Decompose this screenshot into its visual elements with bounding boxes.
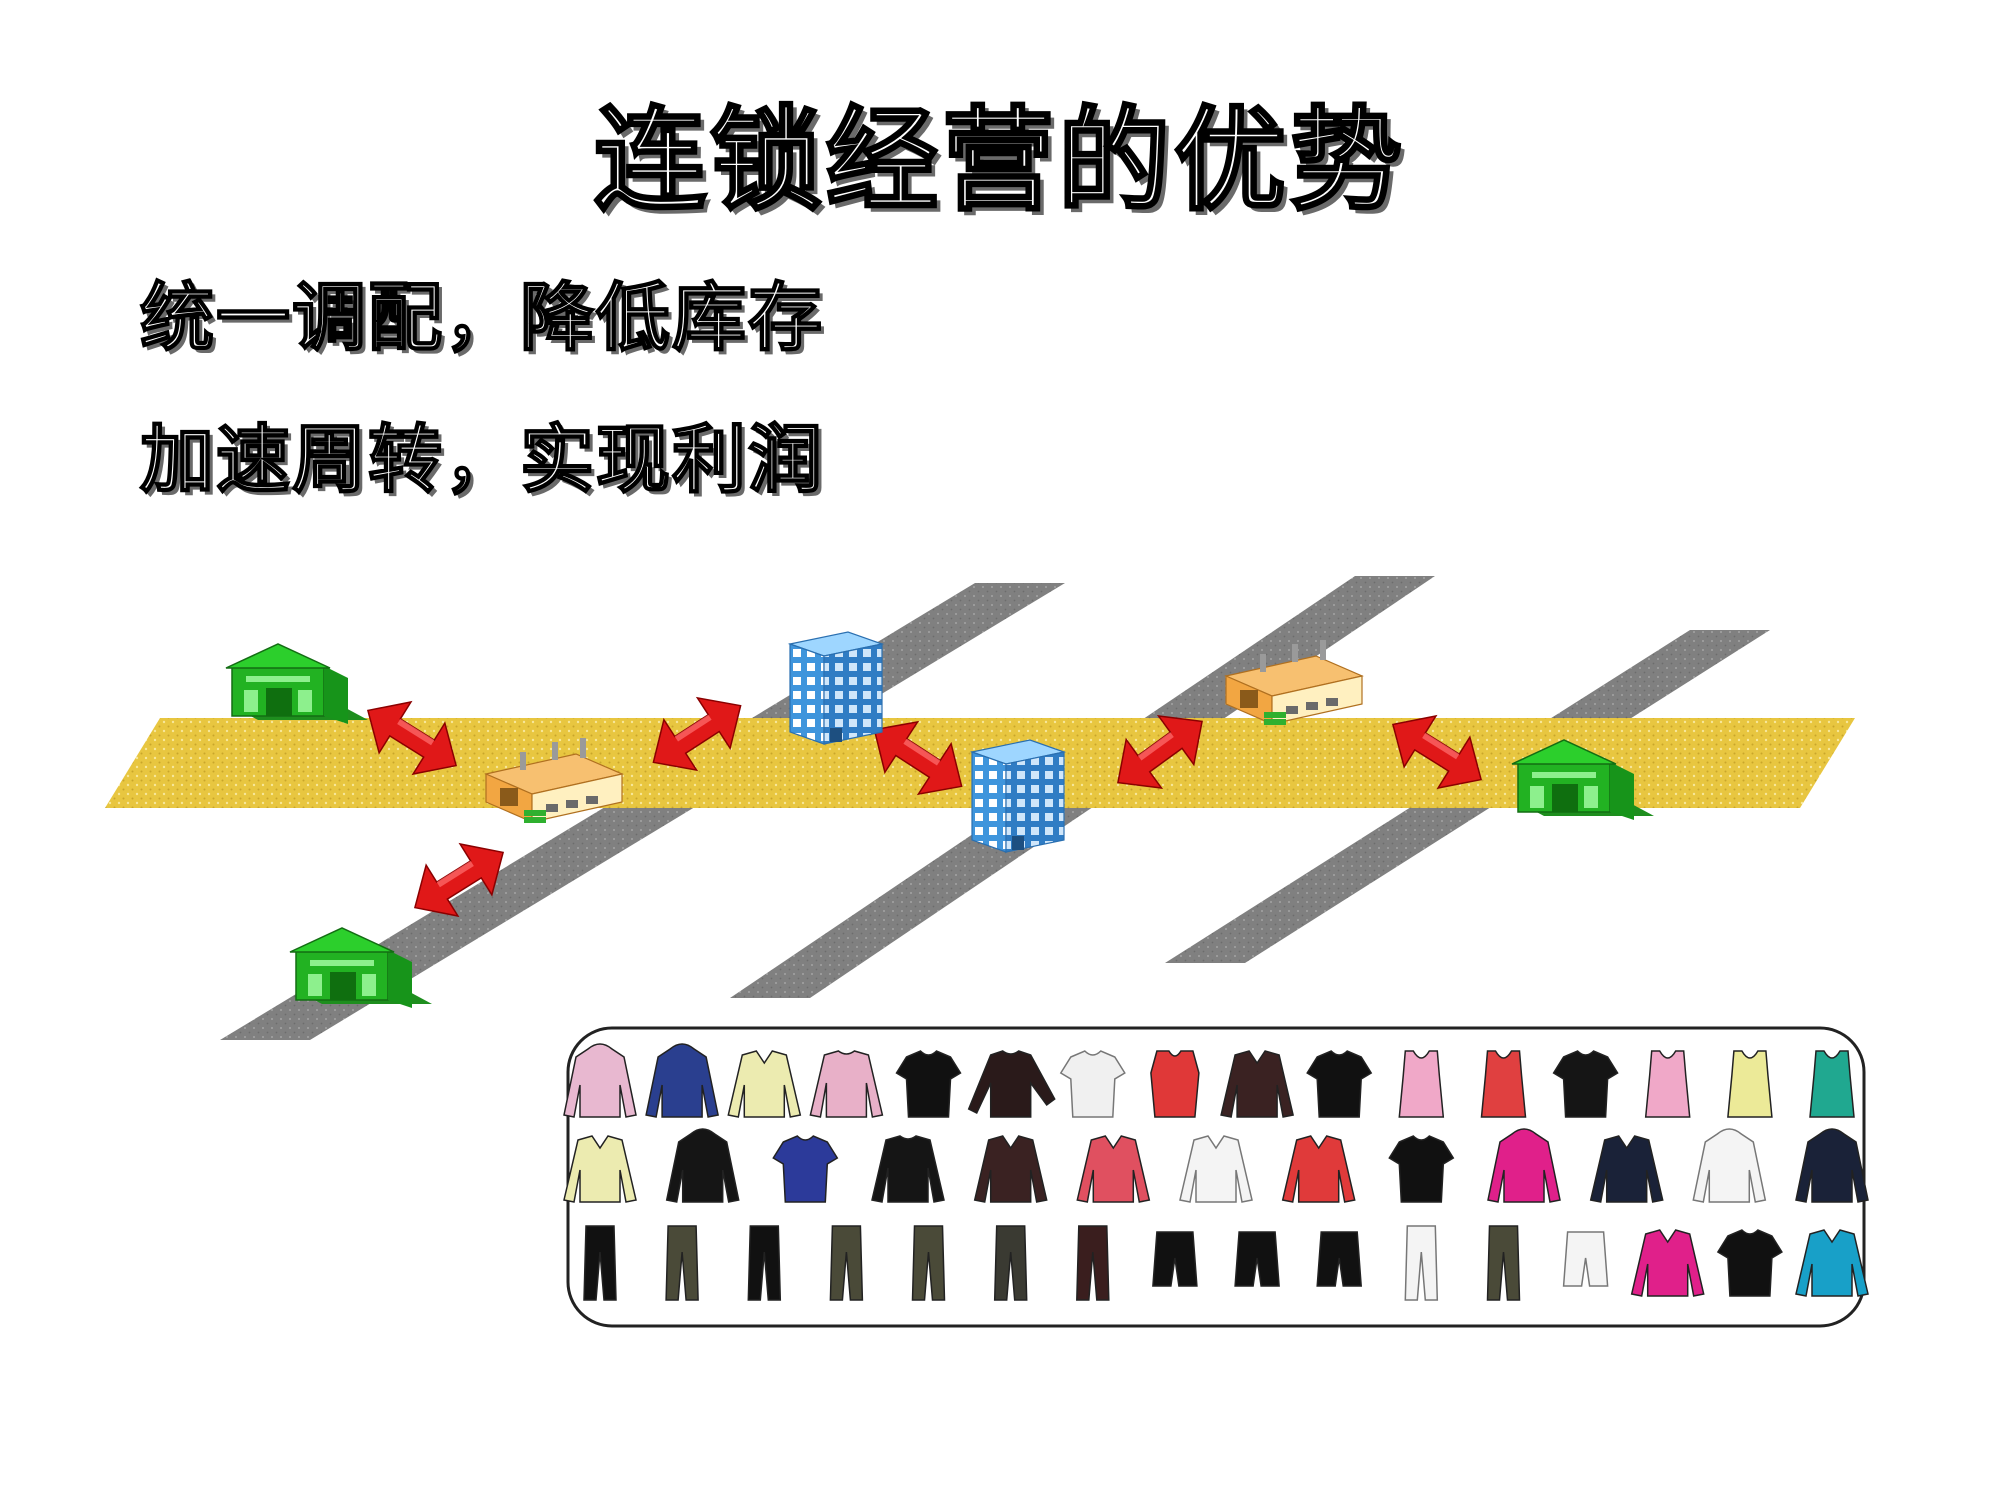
garment-icon	[1234, 1231, 1280, 1287]
office-building-icon	[789, 631, 883, 745]
bullet-unified-allocation: 统一调配，降低库存	[139, 274, 824, 362]
garment-icon	[645, 1043, 719, 1118]
garment-icon	[1644, 1050, 1691, 1118]
garment-icon	[1076, 1135, 1151, 1203]
page-title: 连锁经营的优势	[593, 95, 1406, 228]
garment-icon	[1589, 1135, 1664, 1203]
clothing-items	[563, 1043, 1869, 1301]
garment-icon	[1795, 1128, 1869, 1203]
garment-icon	[563, 1043, 637, 1118]
garment-icon	[993, 1225, 1028, 1301]
office-building-icon	[971, 739, 1065, 853]
garment-icon	[772, 1135, 839, 1203]
garment-icon	[1486, 1225, 1521, 1301]
garment-icon	[1487, 1128, 1561, 1203]
garment-icon	[1152, 1231, 1198, 1287]
garment-icon	[747, 1225, 782, 1301]
garment-icon	[563, 1135, 637, 1203]
garment-icon	[1150, 1050, 1200, 1118]
garment-icon	[1179, 1135, 1253, 1203]
garment-icon	[1059, 1050, 1126, 1118]
garment-icon	[1630, 1229, 1705, 1297]
garment-icon	[1076, 1225, 1110, 1301]
garment-icon	[973, 1135, 1048, 1203]
garment-icon	[665, 1225, 699, 1301]
garment-icon	[583, 1225, 617, 1301]
garment-icon	[1480, 1050, 1527, 1118]
garment-icon	[1716, 1229, 1783, 1297]
garment-icon	[911, 1225, 946, 1301]
garment-icon	[1398, 1050, 1445, 1118]
garment-icon	[1809, 1050, 1855, 1118]
store-icon	[225, 643, 369, 725]
garment-icon	[895, 1050, 962, 1118]
garment-icon	[1727, 1050, 1773, 1118]
garment-icon	[967, 1050, 1056, 1118]
garment-icon	[1316, 1231, 1363, 1287]
garment-icon	[871, 1135, 945, 1203]
garment-icon	[1281, 1135, 1356, 1203]
garment-icon	[809, 1050, 884, 1118]
garment-icon	[665, 1128, 740, 1203]
garment-icon	[727, 1050, 802, 1118]
garment-icon	[1562, 1231, 1609, 1287]
garment-icon	[1404, 1225, 1439, 1301]
bullet-faster-turnover: 加速周转，实现利润	[139, 416, 824, 504]
garment-icon	[1692, 1128, 1767, 1203]
garment-icon	[1306, 1050, 1373, 1118]
garment-icon	[1220, 1050, 1295, 1118]
garment-icon	[1388, 1135, 1455, 1203]
garment-icon	[829, 1225, 864, 1301]
garment-icon	[1552, 1050, 1619, 1118]
garment-icon	[1795, 1229, 1869, 1297]
